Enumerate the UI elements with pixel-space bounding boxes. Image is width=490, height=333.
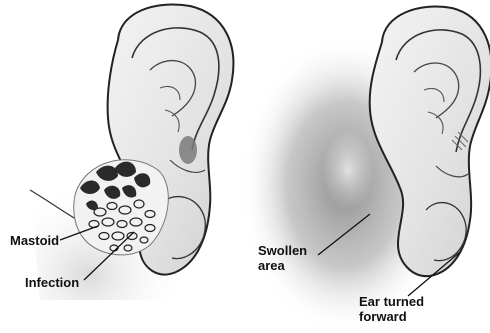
label-infection-text: Infection [25,275,79,290]
label-mastoid: Mastoid [10,233,59,248]
label-swollen-line2: area [258,258,307,273]
label-ear-turned-line2: forward [359,309,424,324]
label-swollen-line1: Swollen [258,243,307,258]
label-swollen-area: Swollen area [258,243,307,273]
mastoid-infection-area [74,160,169,255]
label-ear-turned-line1: Ear turned [359,294,424,309]
label-mastoid-text: Mastoid [10,233,59,248]
swelling-highlight [322,130,374,210]
label-infection: Infection [25,275,79,290]
left-ear-canal [179,136,197,164]
right-panel [240,6,490,328]
label-ear-turned-forward: Ear turned forward [359,294,424,324]
left-panel [30,4,233,300]
